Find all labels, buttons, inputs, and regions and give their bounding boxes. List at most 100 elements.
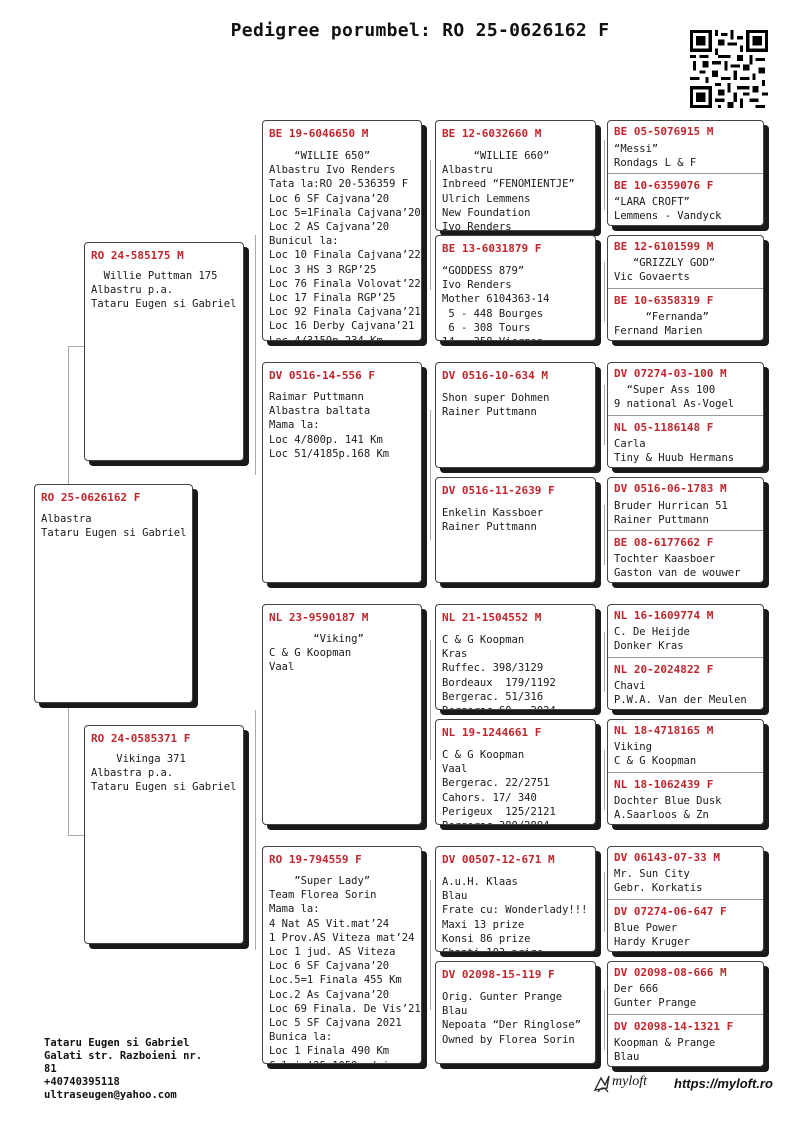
detail-line: Loc.2 As Cajvana’20 [269, 988, 390, 1001]
detail-line: Carla [614, 438, 646, 450]
breeder-address: Galati str. Razboieni nr. [44, 1050, 203, 1062]
detail-line: Loc 51/4185p.168 Km [269, 447, 390, 460]
pair-divider [608, 173, 763, 174]
qr-code-icon [690, 30, 768, 108]
detail-line: Rainer Puttmann [442, 406, 537, 419]
pigeon-details: “Fernanda”Fernand Marien [614, 310, 759, 338]
detail-line: Vikinga 371 [91, 753, 186, 765]
ring-number: BE 13-6031879 F [442, 242, 542, 255]
grandparent-card[interactable]: BE 19-6046650 M “WILLIE 650”Albastru Ivo… [262, 120, 422, 341]
connector-line [68, 346, 69, 484]
connector-line [604, 140, 605, 210]
detail-line: Bordeaux 179/1192 [442, 676, 556, 689]
connector-line [430, 640, 431, 760]
detail-line: Cahors. 17/ 340 [442, 791, 537, 804]
detail-line: Loc 16 Derby Cajvana’21 [269, 320, 415, 333]
ring-number: DV 07274-06-647 F [614, 905, 727, 918]
detail-line: Donker Kras [614, 640, 684, 653]
gen4-pair-card[interactable]: BE 05-5076915 M “Messi”Rondags L & F BE … [607, 120, 764, 226]
detail-line: Der 666 [614, 983, 659, 995]
pigeon-details: “Messi”Rondags L & F [614, 142, 759, 170]
ring-number: NL 18-4718165 M [614, 724, 714, 737]
ring-number: DV 02098-15-119 F [442, 968, 555, 981]
breeder-phone[interactable]: +40740395118 [44, 1076, 120, 1088]
detail-line: Loc 5 SF Cajvana 2021 [269, 1017, 402, 1030]
ring-number: DV 0516-06-1783 M [614, 482, 727, 495]
ring-number: BE 12-6032660 M [442, 127, 542, 140]
detail-line: Koopman & Prange [614, 1037, 716, 1049]
gen4-pair-card[interactable]: BE 12-6101599 M “GRIZZLY GOD”Vic Govaert… [607, 235, 764, 341]
detail-line: Kras [442, 648, 468, 661]
breeder-contact-block: Tataru Eugen si Gabriel Galati str. Razb… [44, 1037, 202, 1102]
connector-line [604, 990, 605, 1050]
detail-line: Loc.5=1 Finala 455 Km [269, 974, 402, 987]
ring-number: DV 0516-11-2639 F [442, 484, 555, 497]
connector-line [604, 872, 605, 932]
detail-line: Konsi 86 prize [442, 932, 531, 945]
detail-line: Mama la: [269, 419, 320, 432]
breeder-email[interactable]: ultraseugen@yahoo.com [44, 1089, 177, 1101]
great-grandparent-card[interactable]: BE 13-6031879 F “GODDESS 879”Ivo Renders… [435, 235, 596, 341]
pair-divider [608, 657, 763, 658]
ring-number: NL 23-9590187 M [269, 611, 369, 624]
detail-line: “WILLIE 660” [442, 150, 550, 162]
detail-line: Blau [442, 1005, 468, 1018]
detail-line: P.W.A. Van der Meulen [614, 694, 747, 707]
grandparent-card[interactable]: RO 19-794559 F ”Super Lady”Team Florea S… [262, 846, 422, 1064]
ring-number: BE 10-6359076 F [614, 179, 714, 192]
ring-number: DV 02098-14-1321 F [614, 1020, 734, 1033]
detail-line: Rainer Puttmann [442, 521, 537, 534]
connector-line [604, 505, 605, 565]
detail-line: Ivo Renders [442, 221, 512, 231]
detail-line: Loc 4/800p. 141 Km [269, 433, 383, 446]
detail-line: Albastru [442, 164, 493, 177]
detail-line: “GODDESS 879” [442, 265, 525, 277]
detail-line: Loc 6 SF Cajvana’20 [269, 960, 390, 973]
website-link[interactable]: https://myloft.ro [674, 1076, 773, 1091]
ring-number: DV 06143-07-33 M [614, 851, 720, 864]
detail-line: Bunicul la: [269, 235, 339, 248]
ring-number: NL 05-1186148 F [614, 421, 714, 434]
detail-line: Loc 17 Finala RGP’25 [269, 292, 396, 305]
detail-line: “Messi” [614, 143, 659, 155]
detail-line: “Super Ass 100 [614, 384, 716, 396]
detail-line: Loc 3 HS 3 RGP’25 [269, 263, 377, 276]
detail-line: Blue Power [614, 922, 678, 934]
ring-number: RO 24-0585371 F [91, 732, 191, 745]
detail-line: Mr. Sun City [614, 868, 690, 880]
detail-line: Nepoata “Der Ringlose” [442, 1019, 582, 1032]
detail-line: Team Florea Sorin [269, 889, 377, 902]
ring-number: NL 18-1062439 F [614, 778, 714, 791]
ring-number: NL 16-1609774 M [614, 609, 714, 622]
detail-line: Loc 2 AS Cajvana’20 [269, 221, 390, 234]
detail-line: C & G Koopman [614, 755, 697, 768]
